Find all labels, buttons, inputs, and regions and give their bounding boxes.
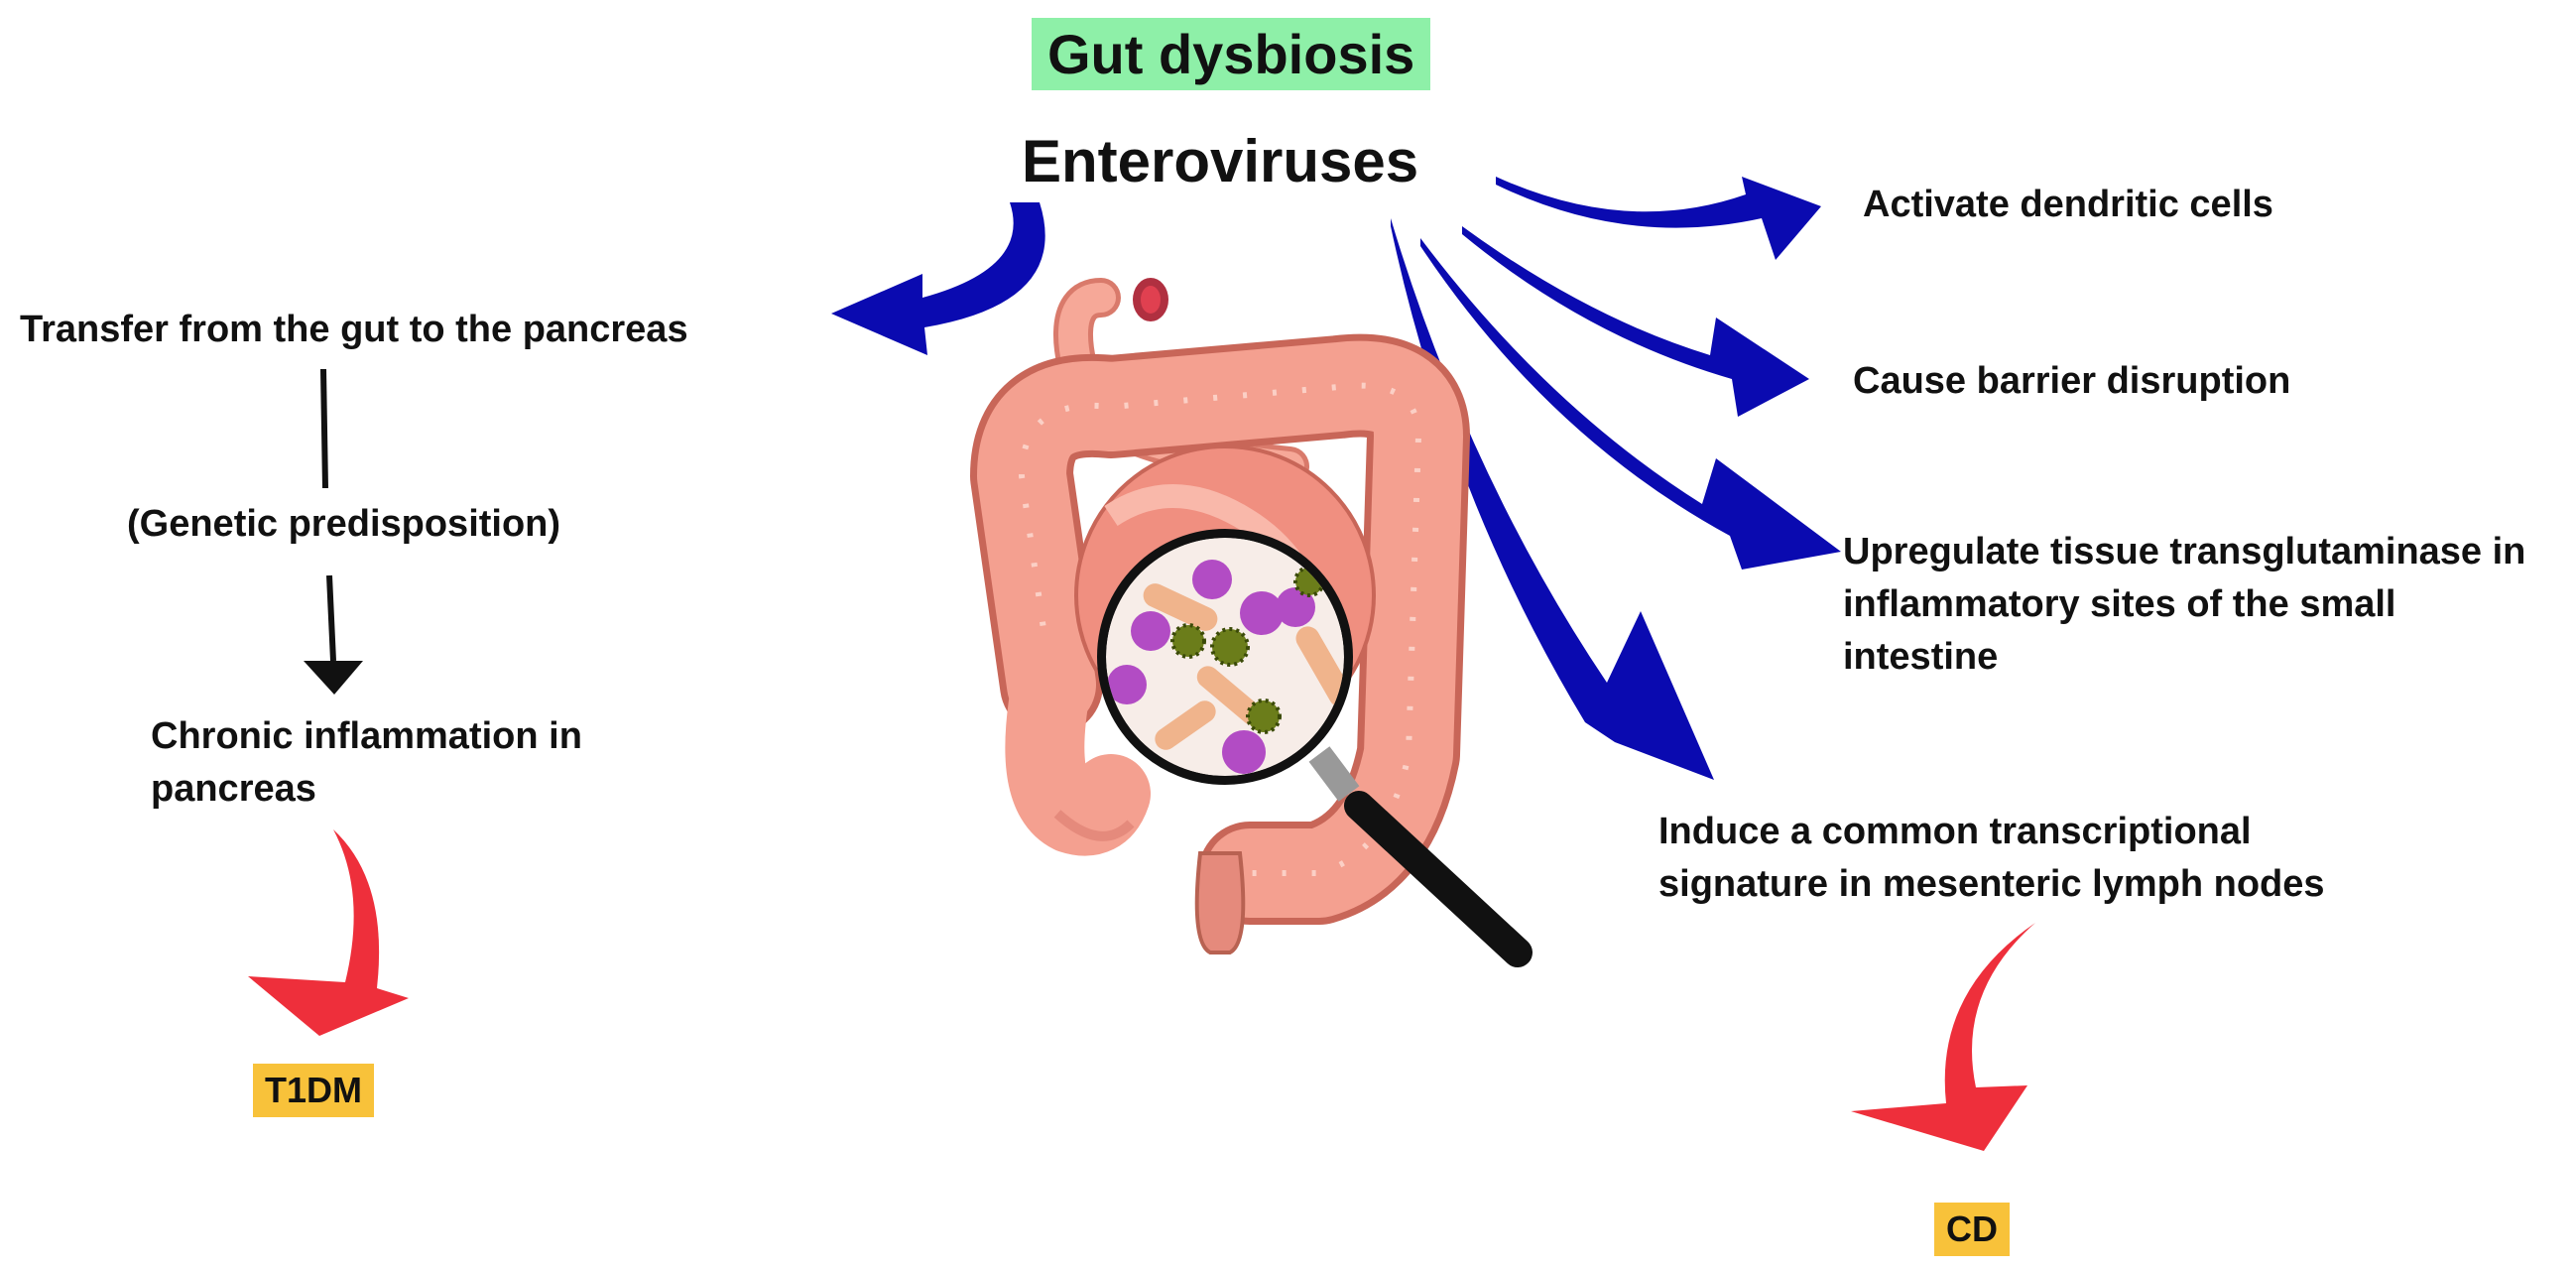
arrow-to-effect-4 (1391, 218, 1714, 780)
arrow-to-effect-2 (1462, 226, 1809, 417)
effect4-line: signature in mesenteric lymph nodes (1658, 863, 2325, 905)
connector-arrow-2 (304, 574, 363, 695)
connector-line-1 (320, 368, 328, 489)
effect-barrier: Cause barrier disruption (1853, 360, 2291, 402)
effect3-line: Upregulate tissue transglutaminase in (1843, 531, 2526, 572)
effect3-line: inflammatory sites of the small (1843, 583, 2396, 625)
arrow-to-effect-3 (1420, 238, 1841, 570)
left-step-genetic: (Genetic predisposition) (127, 503, 561, 545)
arrow-to-effect-1 (1496, 177, 1821, 260)
left-step-transfer: Transfer from the gut to the pancreas (20, 309, 688, 350)
left-step3-line: Chronic inflammation in (151, 715, 582, 757)
diagram-title: Gut dysbiosis (1032, 18, 1431, 90)
left-step-inflammation: Chronic inflammation in pancreas (151, 710, 582, 816)
effect-transcriptional: Induce a common transcriptional signatur… (1658, 806, 2325, 911)
effect-dendritic: Activate dendritic cells (1863, 184, 2273, 225)
red-arrow-to-t1dm (248, 829, 409, 1036)
red-arrow-to-cd (1851, 923, 2035, 1151)
outcome-t1dm: T1DM (253, 1064, 374, 1117)
effect3-line: intestine (1843, 636, 1999, 678)
outcome-cd: CD (1934, 1203, 2010, 1256)
effect4-line: Induce a common transcriptional (1658, 811, 2252, 852)
cause-label: Enteroviruses (1022, 128, 1419, 194)
intestine-illustration (970, 278, 1533, 967)
arrow-to-left-pathway (831, 202, 1045, 355)
left-step3-line: pancreas (151, 768, 316, 810)
effect-transglutaminase: Upregulate tissue transglutaminase in in… (1843, 526, 2525, 684)
